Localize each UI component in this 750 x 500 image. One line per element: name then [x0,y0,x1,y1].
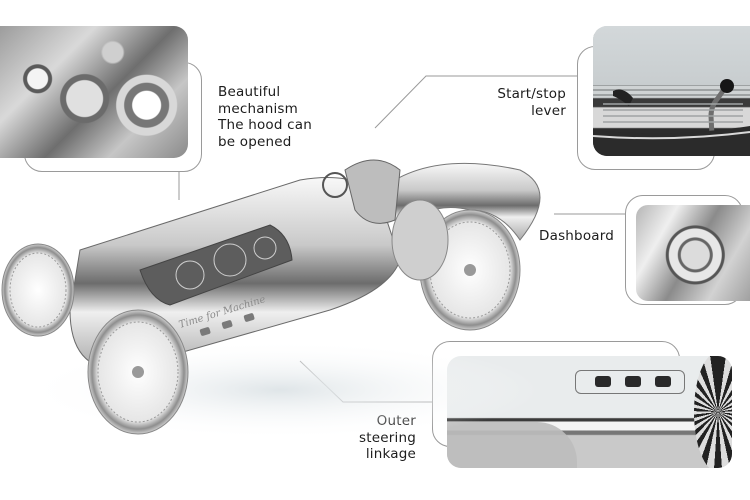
start-stop-label-line: Start/stop [497,86,566,102]
tail-fin [379,162,541,241]
mechanism-label: Beautiful mechanism The hood can be open… [218,84,312,150]
dashboard-photo [636,205,750,301]
start-stop-label: Start/stop lever [470,86,566,119]
wheel-spokes [694,356,732,468]
mechanism-label-line: mechanism [218,100,298,117]
start-stop-photo [593,26,750,156]
silver-racer-car: Time for Machine [1,159,541,440]
vent-hole [595,376,611,387]
mechanism-photo [0,26,188,158]
hood-vent-slot [575,370,685,394]
dashboard-label: Dashboard [539,228,614,245]
photo-backdrop [593,26,750,85]
engine-gears [175,236,277,290]
rear-right-wheel [391,199,449,281]
mechanism-label-line: be opened [218,133,292,150]
steering-label-line: linkage [365,446,416,462]
mechanism-label-line: Beautiful [218,84,281,100]
steering-wheel [322,172,348,198]
front-left-wheel [87,309,189,435]
glove-hand [447,422,577,468]
vent-hole [655,376,671,387]
rear-left-wheel [1,243,75,337]
start-stop-label-line: lever [531,102,566,119]
lever-icon [593,79,750,156]
dashboard-label-line: Dashboard [539,228,615,244]
vent-hole [625,376,641,387]
side-vents [199,313,255,336]
mechanism-label-line: The hood can [218,117,312,133]
driver-seat [344,159,401,224]
